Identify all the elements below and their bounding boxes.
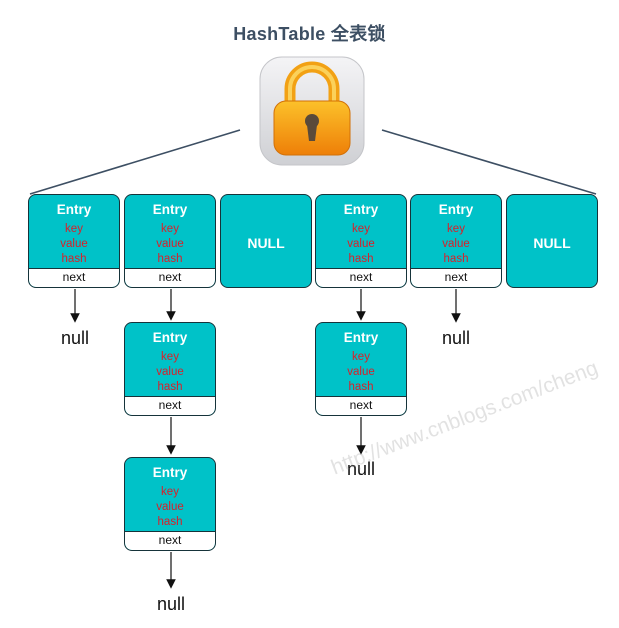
- entry-title: Entry: [56, 202, 92, 217]
- entry-field-hash: hash: [348, 253, 374, 265]
- entry-next-pointer: next: [125, 396, 215, 415]
- bucket-5-null: NULL: [506, 194, 598, 288]
- null-terminator-b4: null: [441, 328, 471, 348]
- entry-field-value: value: [60, 238, 88, 250]
- entry-field-key: key: [447, 223, 465, 235]
- entry-field-key: key: [65, 223, 83, 235]
- entry-field-hash: hash: [157, 253, 183, 265]
- bucket-2-null: NULL: [220, 194, 312, 288]
- entry-field-value: value: [347, 238, 375, 250]
- null-terminator-b1: null: [156, 594, 186, 614]
- entry-field-hash: hash: [443, 253, 469, 265]
- entry-next-pointer: next: [29, 268, 119, 287]
- bucket-1-entry: Entry key value hash next: [124, 194, 216, 288]
- entry-title: Entry: [152, 330, 188, 345]
- entry-title: Entry: [438, 202, 474, 217]
- chain-entry-b1-1: Entry key value hash next: [124, 322, 216, 416]
- entry-field-key: key: [161, 223, 179, 235]
- entry-field-hash: hash: [157, 381, 183, 393]
- bucket-0-entry: Entry key value hash next: [28, 194, 120, 288]
- entry-field-key: key: [352, 351, 370, 363]
- chain-entry-b1-2: Entry key value hash next: [124, 457, 216, 551]
- entry-field-key: key: [161, 351, 179, 363]
- null-bucket-label: NULL: [533, 235, 571, 251]
- lock-line-left: [29, 129, 241, 195]
- entry-next-pointer: next: [125, 268, 215, 287]
- entry-next-pointer: next: [316, 396, 406, 415]
- lock-line-right: [381, 129, 597, 195]
- entry-field-value: value: [347, 366, 375, 378]
- padlock-icon: [259, 56, 365, 166]
- entry-field-value: value: [156, 501, 184, 513]
- entry-field-hash: hash: [348, 381, 374, 393]
- entry-title: Entry: [343, 330, 379, 345]
- null-bucket-label: NULL: [247, 235, 285, 251]
- entry-title: Entry: [152, 465, 188, 480]
- chain-entry-b3-1: Entry key value hash next: [315, 322, 407, 416]
- entry-field-value: value: [156, 366, 184, 378]
- null-terminator-b0: null: [60, 328, 90, 348]
- entry-field-hash: hash: [61, 253, 87, 265]
- entry-title: Entry: [152, 202, 188, 217]
- entry-next-pointer: next: [411, 268, 501, 287]
- entry-field-key: key: [161, 486, 179, 498]
- diagram-title: HashTable 全表锁: [233, 24, 386, 44]
- null-terminator-b3: null: [346, 459, 376, 479]
- entry-next-pointer: next: [125, 531, 215, 550]
- entry-field-value: value: [442, 238, 470, 250]
- entry-title: Entry: [343, 202, 379, 217]
- entry-field-key: key: [352, 223, 370, 235]
- entry-field-value: value: [156, 238, 184, 250]
- entry-field-hash: hash: [157, 516, 183, 528]
- bucket-3-entry: Entry key value hash next: [315, 194, 407, 288]
- entry-next-pointer: next: [316, 268, 406, 287]
- bucket-4-entry: Entry key value hash next: [410, 194, 502, 288]
